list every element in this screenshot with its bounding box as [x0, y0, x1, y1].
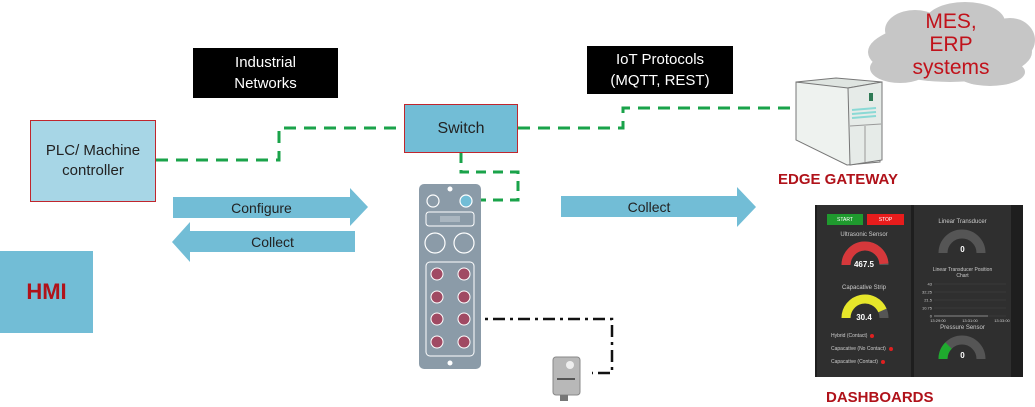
indicator-capacitive-contact: Capacative (Contact)	[831, 359, 885, 365]
status-dot-icon	[888, 347, 893, 351]
industrial-networks-label: Industrial Networks	[193, 48, 338, 98]
cloud-line2: ERP	[929, 33, 973, 56]
edge-gateway-server-icon	[795, 77, 883, 166]
cloud-line3: systems	[912, 56, 990, 79]
edge-gateway-label: EDGE GATEWAY	[778, 171, 899, 188]
iot-protocols-line1: IoT Protocols	[615, 51, 705, 68]
mes-erp-cloud-label: MES, ERP systems	[905, 10, 997, 79]
chart-y-tick: 43	[928, 282, 933, 287]
ultrasonic-gauge	[841, 241, 889, 266]
dashboards-label: DASHBOARDS	[826, 389, 934, 406]
stop-button[interactable]: STOP	[867, 214, 904, 225]
collect-right-arrow	[561, 187, 756, 227]
sensor-cable-line	[468, 317, 614, 375]
plc-label-line1: PLC/ Machine	[45, 142, 141, 159]
plc-machine-controller-node: PLC/ Machine controller	[30, 120, 156, 202]
io-link-master-block	[419, 184, 481, 369]
configure-arrow	[173, 188, 368, 226]
start-button[interactable]: START	[827, 214, 863, 225]
hmi-label: HMI	[26, 279, 67, 304]
industrial-networks-line2: Networks	[234, 75, 297, 92]
indicator-label: Capacative (No Contact)	[831, 346, 886, 352]
chart-y-tick: 21.5	[924, 298, 933, 303]
switch-to-gateway-line	[518, 106, 792, 130]
status-dot-icon	[870, 334, 875, 338]
configure-arrow-label: Configure	[231, 199, 292, 216]
indicator-label: Capacative (Contact)	[831, 359, 878, 365]
cloud-icon	[868, 2, 1035, 86]
pressure-sensor-title: Pressure Sensor	[940, 325, 985, 331]
collect-left-arrow-label: Collect	[251, 233, 294, 250]
capacitive-strip-gauge	[841, 294, 889, 319]
iot-protocols-line2: (MQTT, REST)	[610, 72, 710, 89]
dashboard-left-panel: START STOP Ultrasonic Sensor 467.5 Capac…	[817, 205, 911, 377]
chart-y-tick: 0	[930, 314, 933, 319]
collect-right-arrow-label: Collect	[627, 198, 671, 215]
chart-x-tick: 13:33:00	[994, 318, 1010, 323]
pressure-value: 0	[960, 351, 965, 360]
switch-to-io-block-line	[459, 153, 520, 202]
switch-node: Switch	[404, 104, 518, 153]
sensor-device-icon	[552, 356, 581, 401]
ultrasonic-title: Ultrasonic Sensor	[840, 232, 888, 238]
indicator-hybrid-contact: Hybrid (Contact)	[831, 333, 875, 339]
collect-left-arrow	[172, 222, 355, 262]
indicator-capacitive-no-contact: Capacative (No Contact)	[831, 346, 893, 352]
position-chart-title: Linear Transducer Position Chart	[914, 267, 1011, 279]
chart-x-tick: 13:29:00	[930, 318, 946, 323]
capacitive-strip-title: Capacative Strip	[841, 285, 887, 291]
ultrasonic-value: 467.5	[853, 260, 875, 269]
dashboard-screenshot: START STOP Ultrasonic Sensor 467.5 Capac…	[815, 205, 1023, 377]
iot-protocols-label: IoT Protocols (MQTT, REST)	[587, 46, 733, 94]
cloud-line1: MES,	[925, 10, 977, 33]
capacitive-strip-value: 30.4	[856, 313, 872, 322]
switch-label: Switch	[437, 119, 485, 137]
position-chart-title-line1: Linear Transducer Position	[932, 267, 993, 273]
chart-y-tick: 10.75	[922, 306, 933, 311]
linear-transducer-value: 0	[960, 245, 965, 254]
pressure-gauge	[938, 335, 986, 360]
position-chart: 43 32.25 21.5 10.75 013:29:00 13:31:00 13:33:0…	[922, 282, 1011, 324]
chart-x-tick: 13:31:00	[962, 318, 978, 323]
linear-transducer-gauge	[938, 229, 986, 254]
dashboard-right-panel: Linear Transducer 0 Linear Transducer Po…	[914, 205, 1011, 377]
status-dot-icon	[880, 360, 885, 364]
hmi-node: HMI	[0, 251, 93, 333]
industrial-networks-line1: Industrial	[235, 54, 296, 71]
indicator-label: Hybrid (Contact)	[831, 333, 868, 339]
linear-transducer-title: Linear Transducer	[938, 219, 987, 225]
plc-label-line2: controller	[62, 162, 124, 179]
chart-y-tick: 32.25	[922, 290, 933, 295]
position-chart-title-line2: Chart	[956, 273, 969, 279]
plc-to-switch-line	[156, 126, 404, 162]
